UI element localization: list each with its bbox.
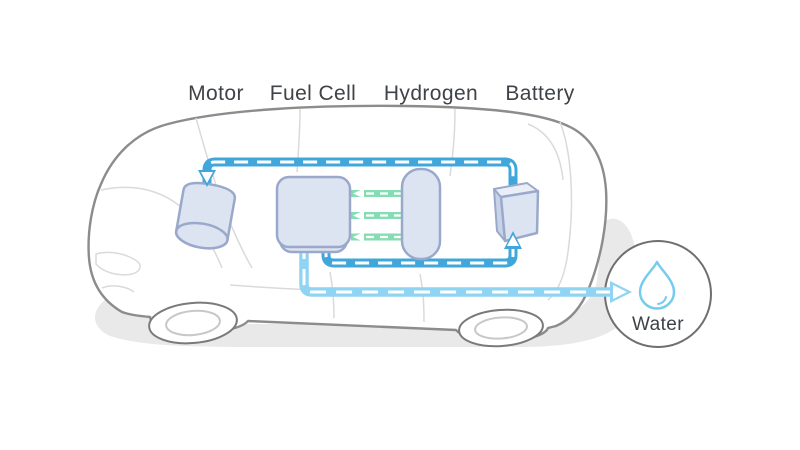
rear-wheel bbox=[458, 308, 544, 348]
car-shadow bbox=[94, 218, 638, 347]
front-wheel bbox=[148, 301, 238, 345]
flow-water-output bbox=[299, 243, 632, 303]
headlight bbox=[95, 251, 141, 276]
fuel-cell-shape bbox=[275, 175, 352, 254]
motor-shape bbox=[174, 181, 236, 250]
roof-seam-right bbox=[449, 108, 456, 177]
roof-seam-left bbox=[296, 108, 301, 173]
label-battery: Battery bbox=[505, 82, 575, 105]
flow-fuel-cell-to-battery bbox=[321, 240, 518, 268]
flow-hydrogen-to-fuel-cell bbox=[351, 188, 405, 242]
hydrogen-tank-shape bbox=[400, 167, 442, 261]
label-hydrogen: Hydrogen bbox=[383, 82, 479, 105]
rear-window-inner bbox=[527, 123, 564, 181]
fog-strip bbox=[101, 285, 135, 293]
battery-shape bbox=[493, 182, 540, 243]
label-motor: Motor bbox=[188, 82, 244, 105]
flow-arrowheads bbox=[198, 170, 522, 249]
flow-battery-to-motor bbox=[202, 157, 518, 192]
label-fuel-cell: Fuel Cell bbox=[269, 82, 357, 105]
label-water: Water bbox=[632, 314, 684, 335]
water-droplet-icon bbox=[638, 260, 676, 310]
